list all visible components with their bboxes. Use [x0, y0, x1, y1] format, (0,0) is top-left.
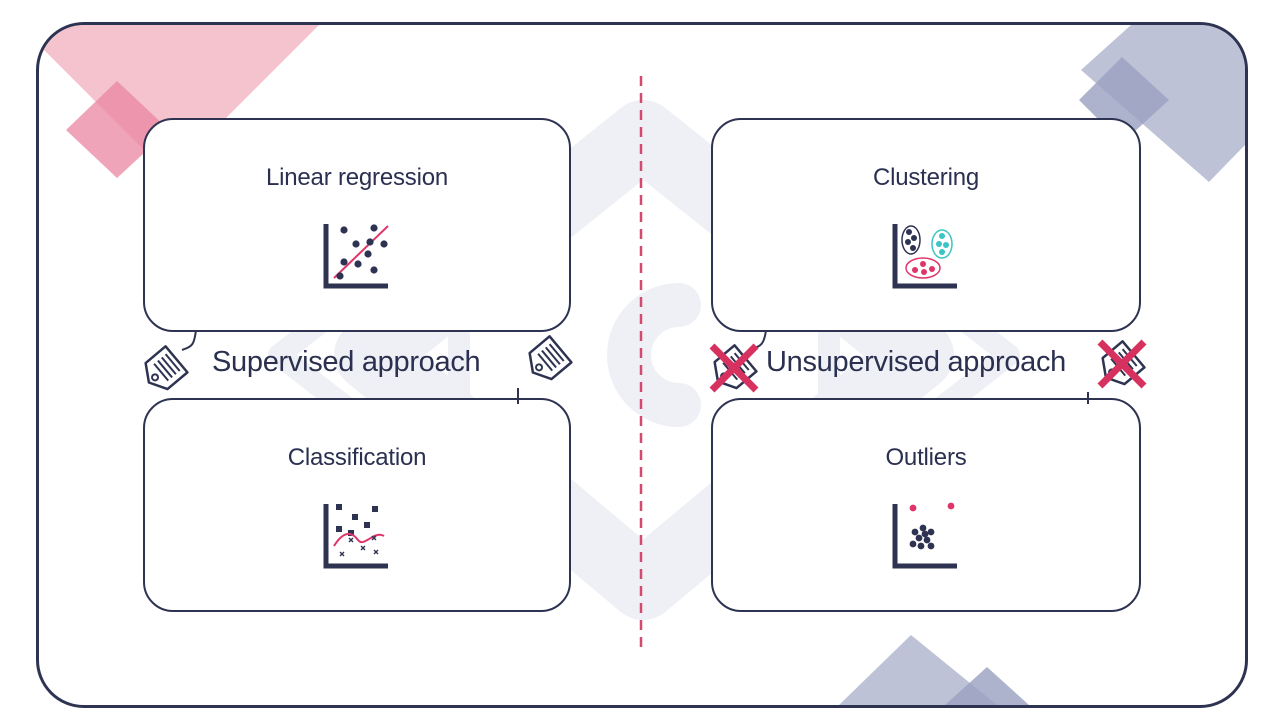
clustering-plot-icon [892, 224, 957, 289]
card-title: Linear regression [265, 164, 449, 191]
card-title: Clustering [872, 164, 980, 191]
outlier-plot-icon [892, 502, 957, 569]
navy-diamond-bottom-2 [945, 667, 1029, 705]
price-tag-icon [528, 335, 573, 381]
classification-plot-icon [323, 504, 388, 569]
crossed-out-tag-icon [709, 343, 759, 393]
price-tag-icon [144, 345, 189, 391]
section-divider [639, 76, 643, 648]
crossed-out-tag-icon [1097, 339, 1147, 389]
card-title: Classification [287, 444, 427, 471]
clustering-card: Clustering [711, 118, 1141, 332]
pink-diamond-large [39, 25, 319, 175]
outliers-card: Outliers [711, 398, 1141, 612]
card-title: Outliers [885, 444, 967, 471]
classification-card: Classification [143, 398, 571, 612]
supervised-connector [181, 329, 519, 404]
navy-diamond-bottom-1 [839, 635, 997, 705]
linear-regression-card: Linear regression [143, 118, 571, 332]
unsupervised-approach-label: Unsupervised approach [766, 346, 1066, 378]
scatter-regression-icon [323, 224, 389, 289]
supervised-approach-label: Supervised approach [212, 346, 481, 378]
